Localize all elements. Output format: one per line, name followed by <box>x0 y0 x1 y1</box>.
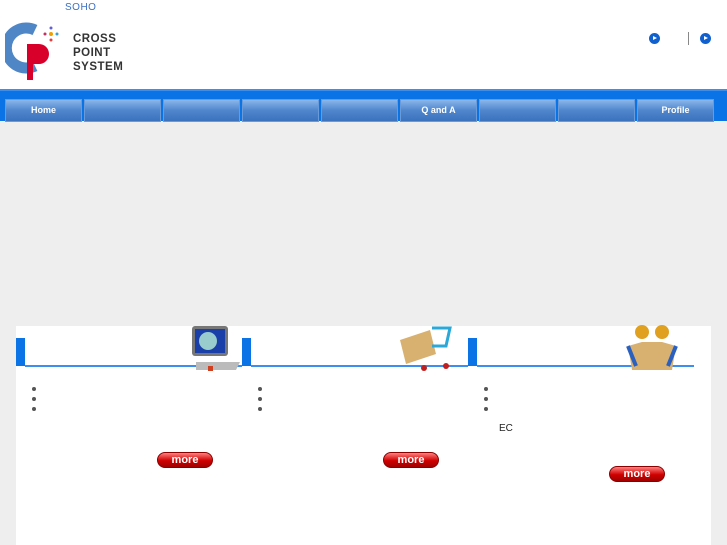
nav-home[interactable]: Home <box>5 99 82 122</box>
divider <box>251 365 468 367</box>
bullet <box>484 387 488 391</box>
nav-tab-7[interactable] <box>479 99 556 122</box>
bullet <box>258 397 262 401</box>
nav-q-and-a[interactable]: Q and A <box>400 99 477 122</box>
soho-label: SOHO <box>65 2 97 13</box>
header-link-arrow-icon[interactable] <box>649 33 660 44</box>
bullet <box>484 407 488 411</box>
computer-globe-icon <box>192 326 240 371</box>
divider <box>688 32 689 45</box>
nav-tab-3[interactable] <box>163 99 240 122</box>
section-3: EC more <box>468 325 694 545</box>
section-1: more <box>16 326 242 545</box>
bullet <box>484 397 488 401</box>
divider <box>25 365 242 367</box>
logo-line: CROSS <box>73 33 117 45</box>
nav-tab-4[interactable] <box>242 99 319 122</box>
content-panel: more more EC more <box>16 325 711 545</box>
handshake-figures-icon <box>626 325 678 370</box>
more-button[interactable]: more <box>157 452 213 468</box>
nav-tab-5[interactable] <box>321 99 398 122</box>
section-marker <box>16 338 25 366</box>
section-marker <box>242 338 251 366</box>
nav-tab-2[interactable] <box>84 99 161 122</box>
more-button[interactable]: more <box>383 452 439 468</box>
header-link-arrow-icon[interactable] <box>700 33 711 44</box>
bullet <box>32 397 36 401</box>
bullet <box>258 387 262 391</box>
bullet <box>32 387 36 391</box>
section-2: more <box>242 326 468 545</box>
more-button[interactable]: more <box>609 466 665 482</box>
nav-profile[interactable]: Profile <box>637 99 714 122</box>
ec-text: EC <box>499 423 513 434</box>
divider <box>477 365 694 367</box>
logo-text: CROSS POINT SYSTEM <box>73 32 123 74</box>
main-nav: Home Q and A Profile <box>0 89 727 122</box>
bullet <box>258 407 262 411</box>
bullet <box>32 407 36 411</box>
nav-tab-8[interactable] <box>558 99 635 122</box>
logo-line: SYSTEM <box>73 61 124 73</box>
header: SOHO CROSS POINT SYSTEM <box>0 0 727 89</box>
credit-card-cart-icon <box>400 326 452 371</box>
cross-point-system-logo[interactable] <box>5 22 135 82</box>
logo-line: POINT <box>73 47 111 59</box>
section-marker <box>468 338 477 366</box>
